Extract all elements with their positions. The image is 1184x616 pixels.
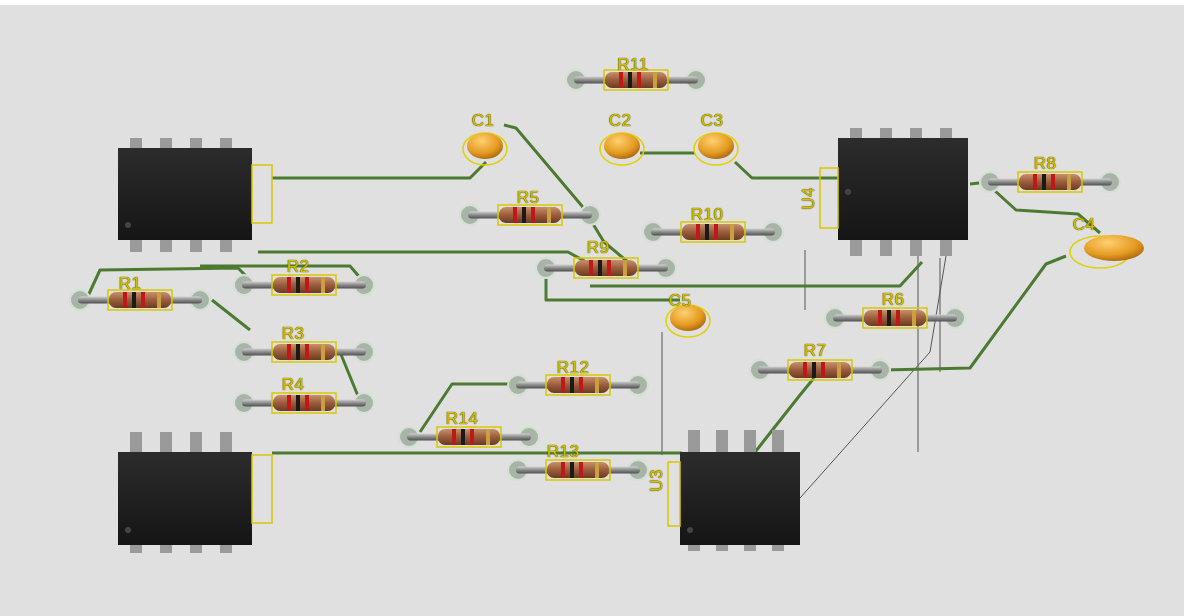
part-designator: C1 <box>472 112 495 129</box>
part-designator: R7 <box>804 342 827 359</box>
part-designator: R4 <box>282 376 305 393</box>
part-designator: R6 <box>882 291 905 308</box>
resistor-symbol <box>508 375 648 395</box>
frame-edge <box>0 0 1184 5</box>
part-designator: R8 <box>1034 155 1057 172</box>
resistor-symbol <box>508 460 648 480</box>
part-designator: R12 <box>557 359 590 376</box>
copper-traces <box>88 125 1100 456</box>
capacitor-symbol <box>1070 235 1144 268</box>
resistor-symbol <box>825 308 965 328</box>
part-designator: R3 <box>282 325 305 342</box>
capacitor-symbol <box>463 133 507 165</box>
ic-package <box>820 128 968 256</box>
part-designator: R14 <box>446 410 479 427</box>
capacitor-symbol <box>666 305 710 337</box>
part-designator: R13 <box>547 443 580 460</box>
resistor-symbol <box>536 258 676 278</box>
part-designator: R11 <box>617 56 648 73</box>
part-designator: R1 <box>119 275 142 292</box>
resistor-symbol <box>980 172 1120 192</box>
capacitor-symbol <box>600 133 644 165</box>
ic-package <box>118 138 272 252</box>
part-designator: C5 <box>669 292 692 309</box>
part-designator: R9 <box>587 239 610 256</box>
part-designator: R2 <box>287 258 310 275</box>
part-designator: U3 <box>647 469 664 492</box>
resistor-symbol <box>399 427 539 447</box>
ic-package <box>668 430 800 551</box>
resistor-symbol <box>234 275 374 295</box>
part-designator: R5 <box>517 189 540 206</box>
resistor-symbol <box>750 360 890 380</box>
resistor-symbol <box>234 342 374 362</box>
part-designator: R10 <box>691 206 724 223</box>
resistor-symbol <box>566 70 706 90</box>
resistor-symbol <box>460 205 600 225</box>
resistor-symbol <box>70 290 210 310</box>
part-designator: C4 <box>1073 216 1096 233</box>
part-designator: C3 <box>701 112 724 129</box>
capacitor-symbol <box>694 133 738 165</box>
resistor-symbol <box>234 393 374 413</box>
ic-package <box>118 432 272 553</box>
part-designator: U4 <box>799 187 816 210</box>
part-designator: C2 <box>609 112 632 129</box>
resistor-symbol <box>643 222 783 242</box>
